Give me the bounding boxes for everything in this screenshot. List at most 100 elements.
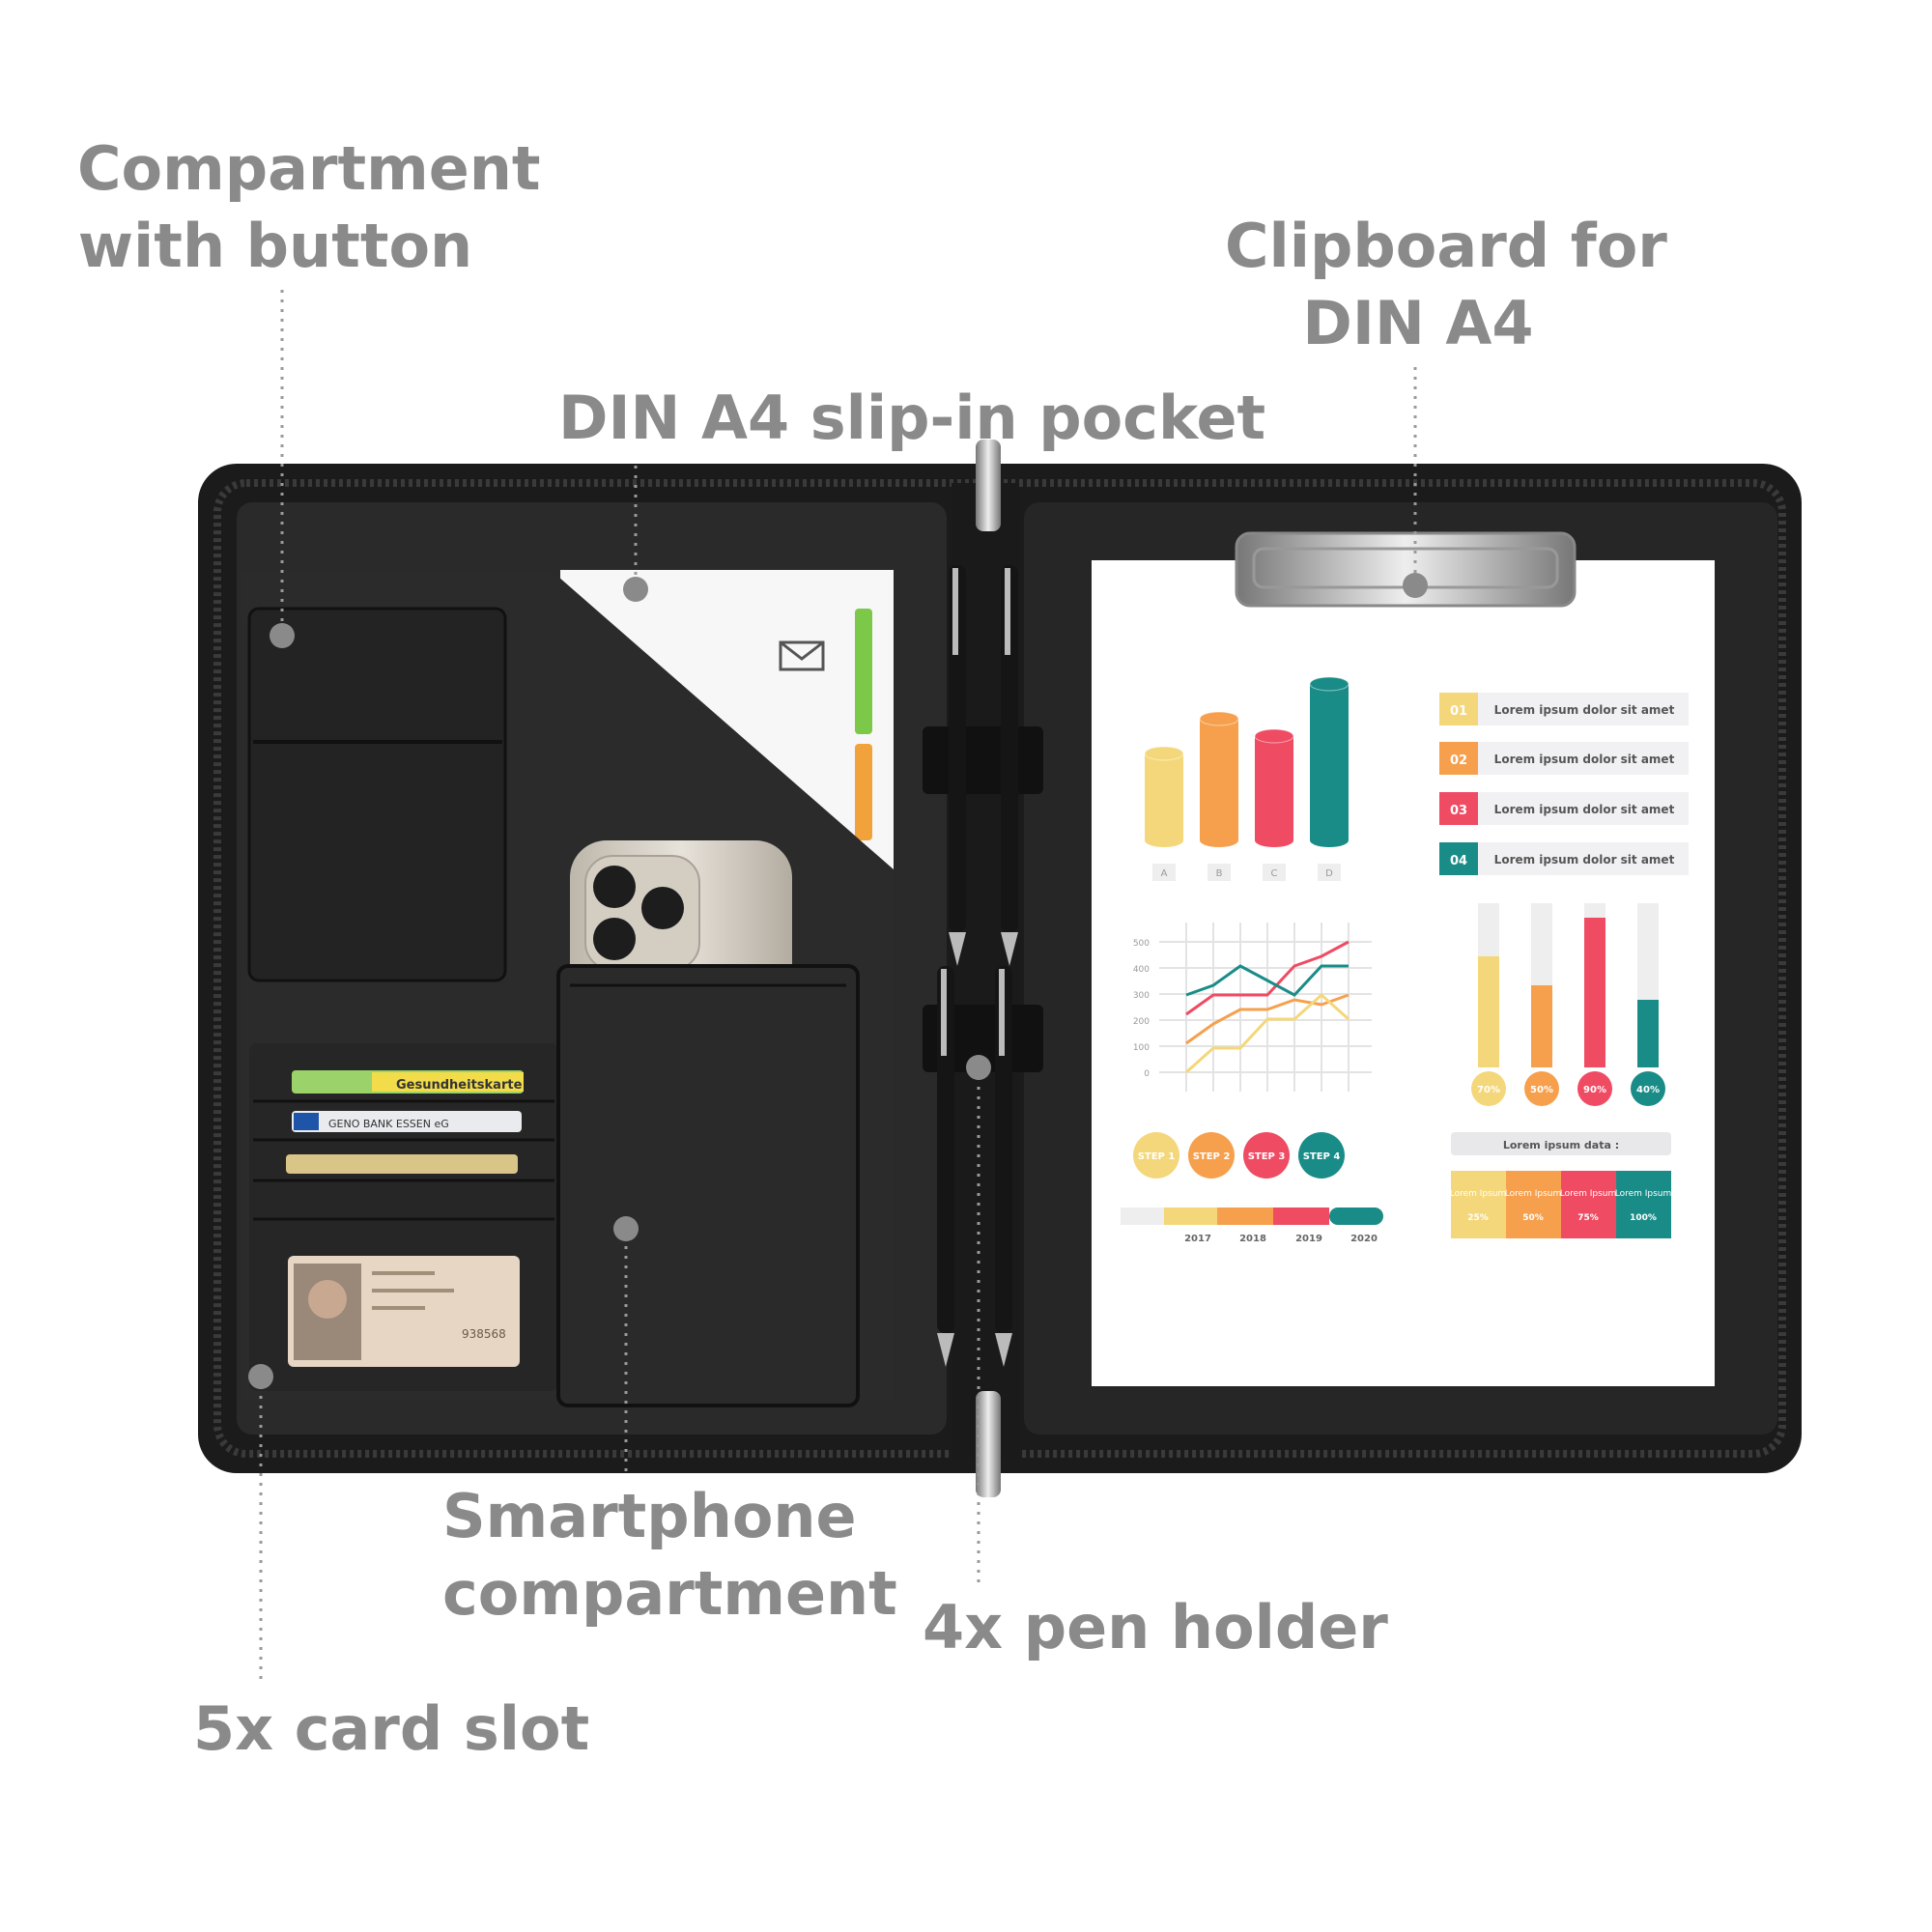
- data-block-label: Lorem Ipsum: [1505, 1189, 1562, 1199]
- line-series-red: [1185, 940, 1350, 1016]
- button-compartment: [247, 607, 507, 982]
- callout-clipboard: Clipboard for DIN A4: [1225, 211, 1667, 358]
- y-tick: 0: [1144, 1069, 1150, 1079]
- percent-label: 70%: [1477, 1085, 1500, 1095]
- line-series-yellow: [1185, 992, 1350, 1074]
- data-block-label: Lorem Ipsum: [1560, 1189, 1617, 1199]
- list-item: 02 Lorem ipsum dolor sit amet: [1439, 742, 1689, 775]
- callout-smartphone: Smartphone compartment: [442, 1481, 897, 1629]
- step-label: STEP 3: [1248, 1151, 1286, 1162]
- category-tag: [1318, 864, 1341, 881]
- pen-3: [937, 966, 954, 1367]
- year-label: 2020: [1350, 1234, 1378, 1244]
- line-series-orange: [1185, 993, 1350, 1045]
- category-label: A: [1161, 868, 1168, 879]
- cylinder-top: [1309, 676, 1350, 692]
- health-card-text: Gesundheitskarte: [396, 1078, 523, 1093]
- clipboard-paper: [1092, 560, 1715, 1386]
- category-tag: [1152, 864, 1176, 881]
- step-badge: [1188, 1132, 1235, 1179]
- smartphone-pocket: [556, 964, 860, 1407]
- percent-badge: [1471, 1071, 1506, 1106]
- line-series-teal: [1185, 964, 1349, 997]
- step-badge: [1298, 1132, 1345, 1179]
- id-photo-face: [308, 1280, 347, 1319]
- camera-lens-3: [593, 918, 636, 960]
- percent-label: 40%: [1636, 1085, 1660, 1095]
- dot-smartphone: [613, 1216, 639, 1241]
- cylinder-bar: [1200, 719, 1238, 840]
- card-gold: [286, 1154, 518, 1174]
- step-label: STEP 4: [1303, 1151, 1341, 1162]
- percent-badge: [1577, 1071, 1612, 1106]
- id-number: 938568: [462, 1327, 506, 1341]
- category-label: B: [1216, 868, 1223, 879]
- y-tick: 400: [1133, 965, 1150, 975]
- zipper-pull-top: [976, 440, 1001, 531]
- callout-pen-holder: 4x pen holder: [923, 1592, 1388, 1662]
- pen-loop-top: [923, 726, 1043, 794]
- list-text: Lorem ipsum dolor sit amet: [1494, 803, 1675, 816]
- clipboard-clip: [1235, 531, 1577, 608]
- paper-green-tab: [855, 609, 872, 734]
- list-item: 04 Lorem ipsum dolor sit amet: [1439, 842, 1689, 875]
- cylinder-top: [1199, 711, 1239, 726]
- data-block-label: Lorem Ipsum: [1450, 1189, 1507, 1199]
- pen-4: [995, 966, 1012, 1367]
- callout-compartment-with-button: Compartment with button: [77, 133, 541, 281]
- lorem-list: 01 Lorem ipsum dolor sit amet 02 Lorem i…: [1439, 693, 1689, 875]
- mail-icon: [779, 640, 825, 671]
- list-number: 01: [1450, 704, 1467, 719]
- step-badge: [1243, 1132, 1290, 1179]
- y-tick: 300: [1133, 991, 1150, 1001]
- percent-badge: [1524, 1071, 1559, 1106]
- data-blocks: Lorem ipsum data : Lorem Ipsum Lorem Ips…: [1450, 1132, 1672, 1238]
- list-text: Lorem ipsum dolor sit amet: [1494, 753, 1675, 766]
- step-label: STEP 2: [1193, 1151, 1231, 1162]
- list-item: 03 Lorem ipsum dolor sit amet: [1439, 792, 1689, 825]
- pen-1: [949, 565, 966, 966]
- dot-slip-in: [623, 577, 648, 602]
- y-tick: 100: [1133, 1043, 1150, 1053]
- data-block-label: Lorem Ipsum: [1615, 1189, 1672, 1199]
- callout-slip-in-pocket: DIN A4 slip-in pocket: [558, 383, 1266, 453]
- mail-icon-flap: [780, 640, 824, 661]
- line-chart: 500 400 300 200 100 0: [1133, 923, 1372, 1092]
- year-label: 2017: [1184, 1234, 1211, 1244]
- cylinder-top: [1254, 728, 1294, 744]
- y-tick: 200: [1133, 1017, 1150, 1027]
- data-block-value: 25%: [1467, 1213, 1489, 1223]
- list-number: 04: [1450, 854, 1467, 868]
- zipper-pull-bottom: [976, 1391, 1001, 1497]
- list-text: Lorem ipsum dolor sit amet: [1494, 703, 1675, 717]
- card-bank: [292, 1111, 522, 1132]
- dot-pen: [966, 1055, 991, 1080]
- cylinder-bar: [1255, 736, 1293, 840]
- y-tick: 500: [1133, 939, 1150, 949]
- camera-lens-2: [641, 887, 684, 929]
- camera-lens-1: [593, 866, 636, 908]
- dot-card: [248, 1364, 273, 1389]
- pen-2: [1001, 565, 1018, 966]
- data-block-value: 100%: [1630, 1213, 1657, 1223]
- cylinder-base: [1255, 834, 1293, 847]
- list-item: 01 Lorem ipsum dolor sit amet: [1439, 693, 1689, 725]
- year-label: 2019: [1295, 1234, 1322, 1244]
- callout-card-slot: 5x card slot: [193, 1693, 590, 1764]
- card-health-stripe: [372, 1072, 524, 1092]
- category-tag: [1263, 864, 1286, 881]
- step-badge: [1133, 1132, 1179, 1179]
- dot-clipboard: [1403, 573, 1428, 598]
- dot-compartment: [270, 623, 295, 648]
- percent-label: 90%: [1583, 1085, 1606, 1095]
- category-label: D: [1325, 868, 1333, 879]
- arrow-columns: 70% 50% 90% 40%: [1471, 903, 1665, 1106]
- data-block-value: 50%: [1522, 1213, 1544, 1223]
- cylinder-top: [1144, 746, 1184, 761]
- bank-card-text: GENO BANK ESSEN eG: [328, 1118, 449, 1130]
- cylinder-bar: [1310, 684, 1349, 840]
- cylinder-base: [1200, 834, 1238, 847]
- year-label: 2018: [1239, 1234, 1266, 1244]
